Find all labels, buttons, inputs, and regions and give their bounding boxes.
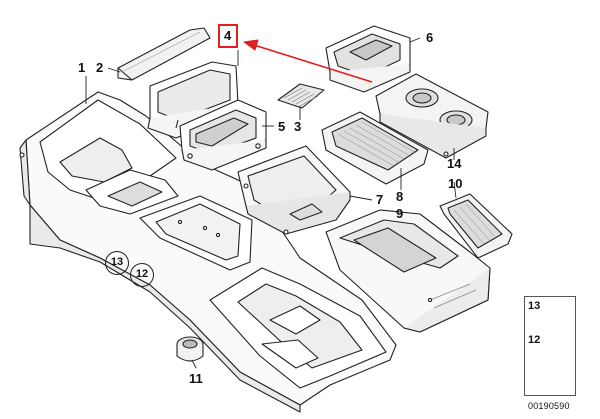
insert-frame: [179, 99, 267, 171]
callout-5: 5: [278, 119, 286, 134]
armrest-lid: [237, 145, 351, 235]
callout-11: 11: [189, 371, 203, 386]
callout-4: 4: [224, 28, 232, 43]
callout-6: 6: [426, 30, 434, 45]
callout-3: 3: [294, 119, 302, 134]
callout-8: 8: [396, 189, 404, 204]
circled-callout-12: 12: [130, 263, 154, 287]
highlight-box: [218, 24, 238, 48]
cup-holder: [375, 73, 489, 159]
highlight-arrow: [243, 39, 373, 83]
leader-lines: [85, 37, 457, 369]
document-number: 00190590: [528, 401, 570, 411]
fastener-legend: [524, 296, 576, 396]
trim-strip: [117, 27, 211, 81]
callout-2: 2: [96, 60, 104, 75]
small-compartment: [325, 25, 411, 93]
socket-part: [176, 336, 204, 362]
ribbed-mat-small: [439, 193, 513, 259]
rear-console-panel: [325, 209, 491, 333]
legend-13: 13: [528, 300, 541, 312]
callout-1: 1: [78, 60, 86, 75]
legend-12: 12: [528, 334, 541, 346]
ribbed-mat-large: [321, 111, 429, 185]
callout-7: 7: [376, 192, 384, 207]
center-console-shell: [19, 91, 397, 413]
circled-callout-13: 13: [105, 251, 129, 275]
small-mat: [277, 83, 325, 109]
callout-10: 10: [448, 176, 463, 191]
callout-9: 9: [396, 206, 404, 221]
callout-14: 14: [447, 156, 462, 171]
